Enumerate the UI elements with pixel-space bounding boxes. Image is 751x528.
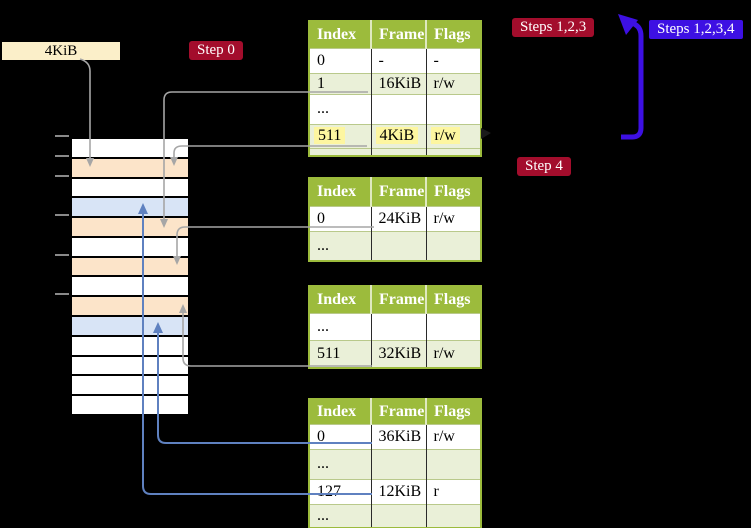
column-header-frame: Frame <box>371 286 427 313</box>
page-table-1: Index Frame Flags 0 - - 1 16KiB r/w ... … <box>308 20 482 157</box>
cell-frame: - <box>371 47 427 73</box>
badge-step4: Step 4 <box>517 157 571 176</box>
cell-index: 511 <box>309 339 372 368</box>
cell-flags: r <box>426 478 481 504</box>
memory-row-peach <box>72 156 188 177</box>
column-header-index: Index <box>309 286 372 313</box>
cell-frame: 12KiB <box>371 478 427 504</box>
column-header-flags: Flags <box>426 21 481 48</box>
column-header-frame: Frame <box>371 178 427 206</box>
column-header-index: Index <box>309 21 372 48</box>
cell-index: 1 <box>309 72 372 94</box>
column-header-frame: Frame <box>371 399 427 424</box>
memory-row-peach <box>72 255 188 276</box>
memory-row-blue <box>72 315 188 335</box>
badge-step0: Step 0 <box>189 41 243 60</box>
column-header-flags: Flags <box>426 178 481 206</box>
table-row: ... <box>309 503 481 528</box>
cell-index: 0 <box>309 205 372 231</box>
highlighted-value: r/w <box>430 127 460 144</box>
cell-flags: r/w <box>426 339 481 368</box>
cell-index: ... <box>309 93 372 124</box>
badge-steps1234: Steps 1,2,3,4 <box>649 20 743 39</box>
cell-frame <box>371 230 427 261</box>
table-row: 0 24KiB r/w <box>309 205 481 231</box>
table-row-highlighted: 511 4KiB r/w <box>309 123 481 148</box>
page-size-label: 4KiB <box>2 42 120 60</box>
table-row: ... <box>309 230 481 261</box>
table-header-row: Index Frame Flags <box>309 286 481 313</box>
cell-flags <box>426 93 481 124</box>
cell-frame <box>371 503 427 528</box>
cell-flags: r/w <box>426 123 481 148</box>
cell-flags <box>426 230 481 261</box>
cell-frame <box>371 312 427 340</box>
table-row-partial <box>309 147 481 156</box>
cell-frame: 24KiB <box>371 205 427 231</box>
column-header-index: Index <box>309 399 372 424</box>
cell-frame: 4KiB <box>371 123 427 148</box>
table-row: ... <box>309 448 481 479</box>
memory-row-blue <box>72 196 188 217</box>
cell-flags <box>426 448 481 479</box>
cell-index: 0 <box>309 47 372 73</box>
memory-row-white <box>72 176 188 197</box>
table-row: 1 16KiB r/w <box>309 72 481 94</box>
column-header-frame: Frame <box>371 21 427 48</box>
table-row: 127 12KiB r <box>309 478 481 504</box>
table-header-row: Index Frame Flags <box>309 399 481 424</box>
memory-row-white <box>72 275 188 296</box>
memory-row-white <box>72 354 188 375</box>
table-row: ... <box>309 93 481 124</box>
loop-back-arrow <box>618 14 644 140</box>
highlighted-value: 511 <box>314 127 346 144</box>
arrow-up-left-icon <box>618 14 638 35</box>
badge-steps123: Steps 1,2,3 <box>512 18 595 37</box>
cell-flags: r/w <box>426 72 481 94</box>
memory-row-white <box>72 394 188 414</box>
page-table-2: Index Frame Flags 0 24KiB r/w ... <box>308 177 482 262</box>
page-table-4: Index Frame Flags 0 36KiB r/w ... 127 12… <box>308 398 482 528</box>
cell-frame: 16KiB <box>371 72 427 94</box>
memory-row-peach <box>72 216 188 236</box>
table-row: ... <box>309 312 481 340</box>
column-header-index: Index <box>309 178 372 206</box>
cell-flags: r/w <box>426 205 481 231</box>
table-row: 0 36KiB r/w <box>309 423 481 449</box>
cell-flags <box>426 312 481 340</box>
table-row: 511 32KiB r/w <box>309 339 481 368</box>
cell-frame: 36KiB <box>371 423 427 449</box>
memory-strip <box>70 137 190 416</box>
table-header-row: Index Frame Flags <box>309 178 481 206</box>
cell-index: 0 <box>309 423 372 449</box>
memory-row-white <box>72 235 188 256</box>
cell-frame <box>371 93 427 124</box>
cell-index: ... <box>309 312 372 340</box>
cell-index: 511 <box>309 123 372 148</box>
cell-flags <box>426 503 481 528</box>
cell-flags: - <box>426 47 481 73</box>
pt1-row511-out-arrow-icon <box>481 128 491 139</box>
column-header-flags: Flags <box>426 399 481 424</box>
memory-row-white <box>72 374 188 395</box>
cell-index: ... <box>309 503 372 528</box>
page-table-3: Index Frame Flags ... 511 32KiB r/w <box>308 285 482 369</box>
table-row: 0 - - <box>309 47 481 73</box>
cell-frame <box>371 448 427 479</box>
memory-row-white <box>72 334 188 355</box>
cell-index: 127 <box>309 478 372 504</box>
cell-flags: r/w <box>426 423 481 449</box>
column-header-flags: Flags <box>426 286 481 313</box>
highlighted-value: 4KiB <box>375 127 419 144</box>
memory-row-peach <box>72 295 188 316</box>
table-header-row: Index Frame Flags <box>309 21 481 48</box>
cell-frame: 32KiB <box>371 339 427 368</box>
address-ticks <box>55 135 69 295</box>
memory-row-white <box>72 139 188 157</box>
cell-index: ... <box>309 230 372 261</box>
cell-index: ... <box>309 448 372 479</box>
